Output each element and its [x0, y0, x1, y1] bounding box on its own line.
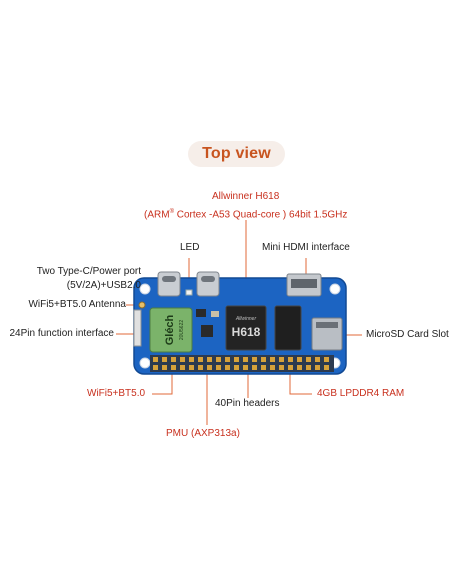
small-component	[196, 309, 206, 317]
header-pin	[261, 365, 266, 370]
header-pin	[162, 365, 167, 370]
header-pin	[315, 357, 320, 362]
usb-typec-ports	[157, 271, 220, 297]
header-pin	[216, 357, 221, 362]
header-pin	[171, 357, 176, 362]
label-antenna: WiFi5+BT5.0 Antenna	[28, 299, 126, 310]
header-pin	[324, 365, 329, 370]
header-pin	[198, 365, 203, 370]
microsd-slot	[311, 317, 343, 351]
led-component	[185, 289, 193, 296]
header-pin	[171, 365, 176, 370]
header-pin	[315, 365, 320, 370]
header-pin	[216, 365, 221, 370]
title-badge: Top view	[188, 141, 285, 167]
label-led: LED	[180, 242, 200, 253]
label-typec-line2: (5V/2A)+USB2.0	[66, 280, 141, 291]
header-pin	[234, 357, 239, 362]
label-40pin: 40Pin headers	[215, 398, 280, 409]
header-pin	[189, 357, 194, 362]
mount-hole-top-right	[329, 283, 341, 295]
label-24pin: 24Pin function interface	[9, 328, 114, 339]
header-pin	[180, 365, 185, 370]
typec-port-2	[196, 271, 220, 297]
mount-hole-top-left	[139, 283, 151, 295]
header-pin	[270, 357, 275, 362]
header-pin	[324, 357, 329, 362]
label-wifi: WiFi5+BT5.0	[87, 388, 146, 399]
ram-chip	[274, 305, 302, 351]
header-pin	[225, 357, 230, 362]
mount-hole-bottom-left	[139, 357, 151, 369]
typec-port-1	[157, 271, 181, 297]
passive-component	[211, 311, 219, 317]
header-pin	[243, 357, 248, 362]
header-pin	[297, 365, 302, 370]
label-ram: 4GB LPDDR4 RAM	[317, 388, 405, 399]
soc-brand: Allwinner	[235, 316, 257, 322]
header-pin	[288, 365, 293, 370]
header-pin	[153, 365, 158, 370]
header-pin	[207, 365, 212, 370]
antenna-connector	[138, 301, 146, 309]
pin-header-40	[150, 355, 334, 372]
header-pin	[207, 357, 212, 362]
fpc-24pin-connector	[133, 309, 142, 347]
label-pmu: PMU (AXP313a)	[166, 428, 240, 439]
soc-name: H618	[232, 325, 261, 339]
header-pin	[198, 357, 203, 362]
label-microsd: MicroSD Card Slot	[366, 329, 449, 340]
header-pin	[279, 365, 284, 370]
header-pin	[234, 365, 239, 370]
label-soc-line2: (ARM® Cortex -A53 Quad-core ) 64bit 1.5G…	[144, 209, 348, 221]
wifi-module: Gléch 20U5622	[149, 307, 193, 353]
header-pin	[180, 357, 185, 362]
header-pin	[297, 357, 302, 362]
header-pin	[189, 365, 194, 370]
page-title: Top view	[202, 145, 271, 162]
header-pin	[270, 365, 275, 370]
label-soc-line1: Allwinner H618	[212, 191, 280, 202]
header-pin	[252, 357, 257, 362]
wifi-chip-sub: 20U5622	[179, 320, 185, 341]
header-pin	[153, 357, 158, 362]
header-pin	[279, 357, 284, 362]
pmu-chip	[201, 325, 213, 337]
header-pin	[306, 365, 311, 370]
header-pin	[252, 365, 257, 370]
header-pin	[261, 357, 266, 362]
header-pin	[306, 357, 311, 362]
label-typec-line1: Two Type-C/Power port	[36, 266, 141, 277]
header-pin	[162, 357, 167, 362]
header-pin	[288, 357, 293, 362]
label-mini-hdmi: Mini HDMI interface	[262, 242, 350, 253]
soc-chip: Allwinner H618	[225, 305, 267, 351]
wifi-chip-brand: Gléch	[164, 314, 176, 345]
mini-hdmi-port	[286, 273, 322, 297]
header-pin	[225, 365, 230, 370]
header-pin	[243, 365, 248, 370]
